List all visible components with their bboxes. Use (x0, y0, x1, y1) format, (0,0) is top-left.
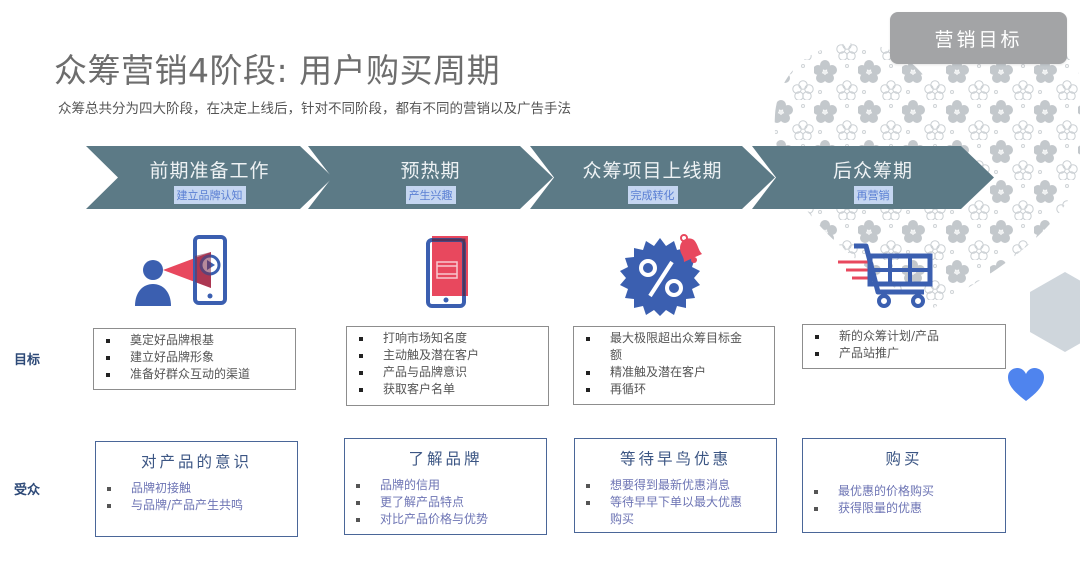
row-label-audience: 受众 (14, 483, 41, 498)
stage-title: 前期准备工作 (149, 160, 270, 182)
goal-item: 新的众筹计划/产品 (813, 328, 999, 345)
hexagon-decoration (1030, 272, 1080, 352)
audience-item: 更了解产品特点 (355, 494, 536, 511)
audience-item: 最优惠的价格购买 (813, 483, 995, 500)
goal-item: 获取客户名单 (357, 381, 542, 398)
audience-item: 等待早早下单以最大优惠购买 (585, 494, 766, 528)
audience-box-post: 购买 最优惠的价格购买 获得限量的优惠 (802, 438, 1006, 533)
goal-item: 精准触及潜在客户 (584, 364, 768, 381)
stage-subtitle: 再营销 (853, 186, 893, 204)
goal-item: 准备好群众互动的渠道 (104, 366, 289, 383)
audience-item: 想要得到最新优惠消息 (585, 477, 766, 494)
person-watching-phone-video-icon (135, 235, 227, 306)
stage-chevron-post: 后众筹期 再营销 (752, 146, 994, 209)
audience-box-warmup: 了解品牌 品牌的信用 更了解产品特点 对比产品价格与优势 (344, 438, 547, 535)
audience-box-launch: 等待早鸟优惠 想要得到最新优惠消息 等待早早下单以最大优惠购买 (574, 438, 777, 533)
stage-chevron-warmup: 预热期 产生兴趣 (308, 146, 553, 209)
goal-item: 建立好品牌形象 (104, 349, 289, 366)
audience-title: 等待早鸟优惠 (619, 450, 731, 468)
goal-item: 奠定好品牌根基 (104, 332, 289, 349)
page-title: 众筹营销4阶段: 用户购买周期 (54, 51, 501, 90)
discount-badge-bell-icon (620, 234, 702, 316)
goal-box-prelaunch: 奠定好品牌根基 建立好品牌形象 准备好群众互动的渠道 (93, 328, 296, 390)
stage-subtitle: 完成转化 (627, 186, 678, 204)
goal-item: 再循环 (584, 381, 768, 398)
goal-item: 主动触及潜在客户 (357, 347, 542, 364)
goal-item: 打响市场知名度 (357, 330, 542, 347)
stage-title: 预热期 (400, 160, 461, 182)
heart-icon (1008, 368, 1044, 401)
audience-title: 购买 (885, 450, 923, 468)
shopping-cart-icon (838, 243, 933, 308)
page-subtitle: 众筹总共分为四大阶段，在决定上线后，针对不同阶段，都有不同的营销以及广告手法 (58, 101, 571, 117)
phone-ad-icon (426, 236, 468, 308)
goal-item: 最大极限超出众筹目标金额 (584, 330, 768, 364)
audience-title: 了解品牌 (408, 450, 483, 468)
row-label-goals: 目标 (14, 353, 41, 368)
goal-box-post: 新的众筹计划/产品 产品站推广 (802, 324, 1006, 369)
stage-chevron-prelaunch: 前期准备工作 建立品牌认知 (86, 146, 333, 209)
audience-box-prelaunch: 对产品的意识 品牌初接触 与品牌/产品产生共鸣 (95, 441, 298, 537)
stage-subtitle: 产生兴趣 (405, 186, 456, 204)
audience-item: 与品牌/产品产生共鸣 (106, 497, 287, 514)
goal-box-warmup: 打响市场知名度 主动触及潜在客户 产品与品牌意识 获取客户名单 (346, 326, 549, 406)
audience-title: 对产品的意识 (140, 453, 252, 471)
goal-item: 产品站推广 (813, 345, 999, 362)
marketing-goal-button[interactable]: 营销目标 (890, 12, 1067, 64)
stage-subtitle: 建立品牌认知 (173, 186, 246, 204)
goal-box-launch: 最大极限超出众筹目标金额 精准触及潜在客户 再循环 (573, 326, 775, 405)
audience-item: 对比产品价格与优势 (355, 511, 536, 528)
goal-item: 产品与品牌意识 (357, 364, 542, 381)
audience-item: 获得限量的优惠 (813, 500, 995, 517)
audience-item: 品牌初接触 (106, 480, 287, 497)
stage-title: 后众筹期 (832, 160, 913, 182)
stage-title: 众筹项目上线期 (582, 160, 723, 182)
audience-item: 品牌的信用 (355, 477, 536, 494)
stage-chevron-launch: 众筹项目上线期 完成转化 (530, 146, 775, 209)
